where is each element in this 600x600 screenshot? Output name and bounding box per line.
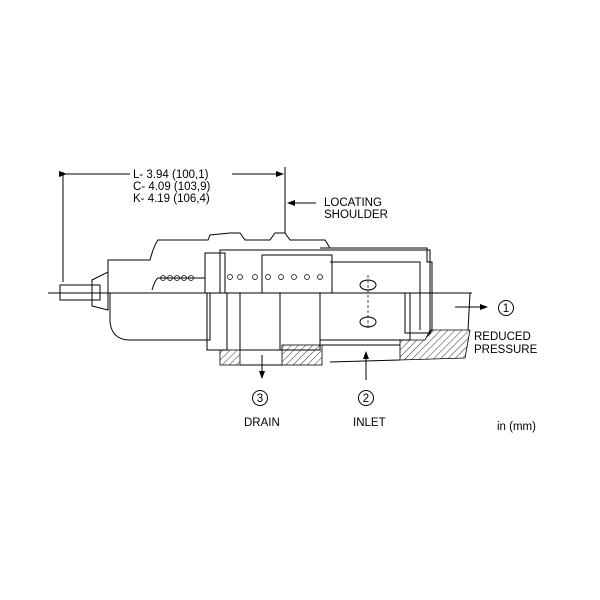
units-label: in (mm) [497,421,536,433]
port-1-circle [498,300,514,316]
cavity-housing [219,292,471,366]
valve-body [59,232,433,351]
port-3-label: DRAIN [244,417,280,429]
locating-shoulder-label-1: LOCATING [324,197,382,209]
port-2-circle [358,390,374,406]
port-3-number: 3 [257,393,263,405]
dimension-l: L- 3.94 (100,1) [133,169,209,181]
port-2-number: 2 [363,393,369,405]
port-1-number: 1 [503,303,509,315]
port-1-label-1: REDUCED [474,331,531,343]
dimension-lines [59,167,316,282]
locating-shoulder-label-2: SHOULDER [324,209,388,221]
dimension-k: K- 4.19 (106,4) [133,193,210,205]
spring-coils [160,274,323,281]
dimension-c: C- 4.09 (103,9) [133,181,211,193]
port-2-label: INLET [353,417,386,429]
port-3-circle [252,390,268,406]
port-1-label-2: PRESSURE [474,344,538,356]
